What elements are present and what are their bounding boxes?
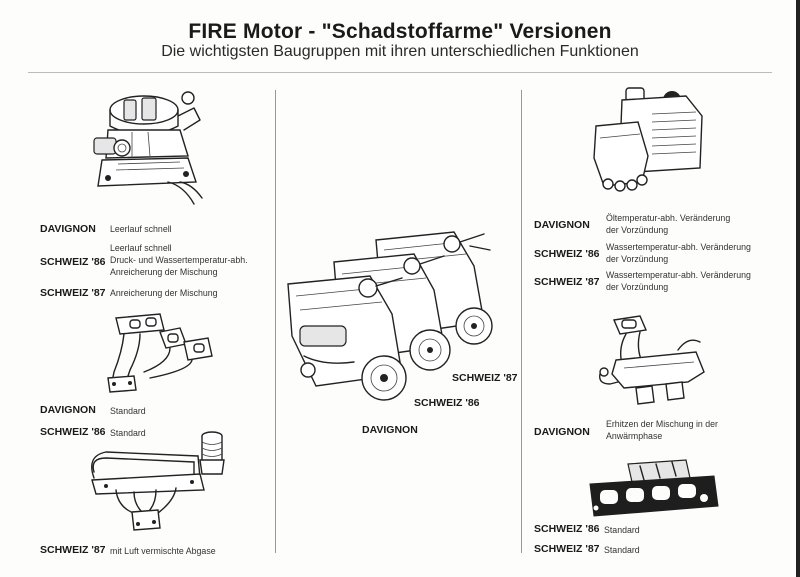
carburetor-text-schweiz86-1: Leerlauf schnell: [110, 243, 172, 253]
manifold-text-davignon-1: Standard: [110, 406, 146, 416]
intake-label-davignon: DAVIGNON: [534, 426, 590, 438]
carburetor-illustration: [93, 91, 203, 205]
intake-text-davignon-1: Erhitzen der Mischung in der: [606, 419, 718, 429]
manifold-text-schweiz86-1: Standard: [110, 428, 146, 438]
engine-label-davignon: DAVIGNON: [362, 424, 418, 436]
gasket-label-schweiz87: SCHWEIZ '87: [534, 543, 600, 555]
engine-label-schweiz87: SCHWEIZ '87: [452, 372, 518, 384]
carburetor-text-schweiz86-2: Druck- und Wassertemperatur-abh.: [110, 255, 248, 265]
column-divider-right: [521, 90, 522, 553]
manifold-gasket-illustration: [589, 459, 719, 517]
engine-front-drawing: [287, 275, 407, 401]
carburetor-text-schweiz87-1: Anreicherung der Mischung: [110, 288, 218, 298]
page-title: FIRE Motor - "Schadstoffarme" Versionen: [188, 20, 612, 43]
air-injection-illustration: [91, 431, 225, 531]
air-injection-label-schweiz87: SCHWEIZ '87: [40, 544, 106, 556]
distributor-text-davignon-2: der Vorzündung: [606, 225, 669, 235]
page-subtitle: Die wichtigsten Baugruppen mit ihren unt…: [161, 43, 639, 60]
distributor-text-davignon-1: Öltemperatur-abh. Veränderung: [606, 213, 731, 223]
intake-text-davignon-2: Anwärmphase: [606, 431, 663, 441]
distributor-text-schweiz87-2: der Vorzündung: [606, 282, 669, 292]
column-divider-left: [275, 90, 276, 553]
distributor-label-schweiz86: SCHWEIZ '86: [534, 248, 600, 260]
carburetor-label-davignon: DAVIGNON: [40, 223, 96, 235]
carburetor-text-davignon-1: Leerlauf schnell: [110, 224, 172, 234]
distributor-label-schweiz87: SCHWEIZ '87: [534, 276, 600, 288]
title-divider: [28, 72, 772, 73]
carburetor-label-schweiz86: SCHWEIZ '86: [40, 256, 106, 268]
distributor-text-schweiz86-1: Wassertemperatur-abh. Veränderung: [606, 242, 751, 252]
carburetor-label-schweiz87: SCHWEIZ '87: [40, 287, 106, 299]
gasket-label-schweiz86: SCHWEIZ '86: [534, 523, 600, 535]
air-injection-text-schweiz87-1: mit Luft vermischte Abgase: [110, 546, 216, 556]
engine-label-schweiz86: SCHWEIZ '86: [414, 397, 480, 409]
exhaust-manifold-illustration: [107, 313, 213, 393]
distributor-illustration: [593, 87, 703, 192]
gasket-text-schweiz87-1: Standard: [604, 545, 640, 555]
scan-edge: [796, 0, 800, 577]
distributor-label-davignon: DAVIGNON: [534, 219, 590, 231]
distributor-text-schweiz86-2: der Vorzündung: [606, 254, 669, 264]
engine-trio-illustration: [287, 231, 493, 401]
manifold-label-schweiz86: SCHWEIZ '86: [40, 426, 106, 438]
intake-manifold-illustration: [599, 315, 705, 405]
carburetor-text-schweiz86-3: Anreicherung der Mischung: [110, 267, 218, 277]
gasket-text-schweiz86-1: Standard: [604, 525, 640, 535]
distributor-text-schweiz87-1: Wassertemperatur-abh. Veränderung: [606, 270, 751, 280]
manifold-label-davignon: DAVIGNON: [40, 404, 96, 416]
